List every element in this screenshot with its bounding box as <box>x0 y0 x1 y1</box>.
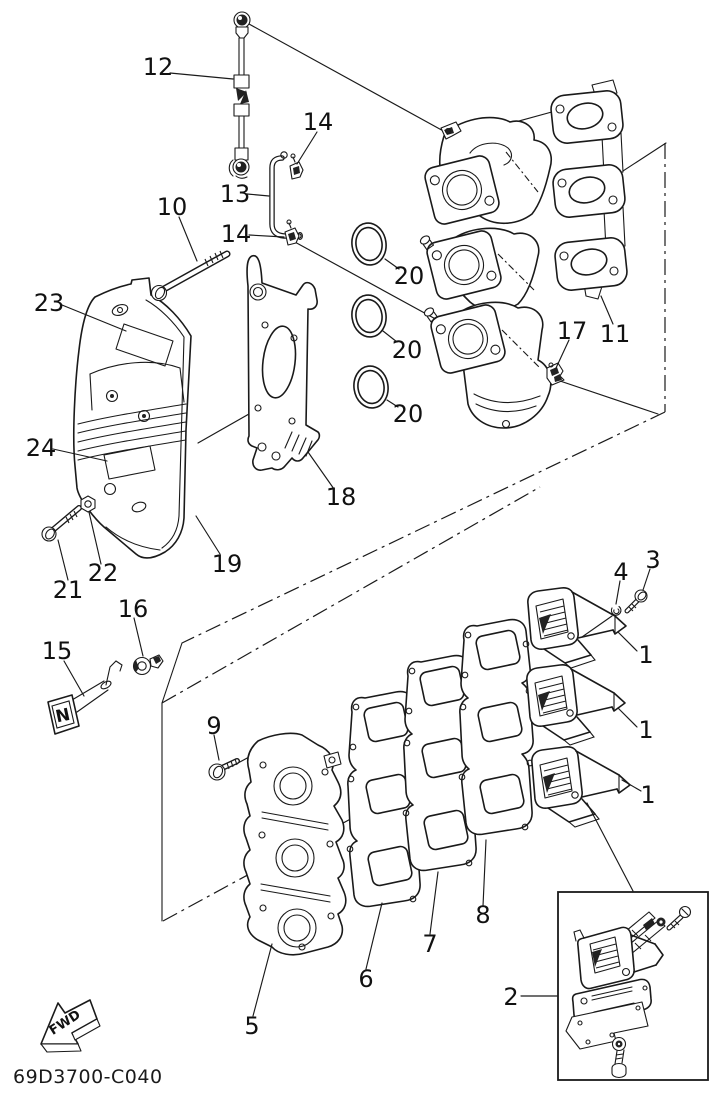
part-10-bolt <box>150 250 231 302</box>
callout-12: 12 <box>143 53 174 81</box>
callout-20: 20 <box>393 400 424 428</box>
callout-2: 2 <box>503 983 518 1011</box>
label-sticker-23 <box>115 323 174 367</box>
callout-13: 13 <box>220 180 251 208</box>
callout-23: 23 <box>34 289 65 317</box>
callout-22: 22 <box>88 559 119 587</box>
fuel-fitting-icon <box>419 235 434 251</box>
part-1-reed-valve-1 <box>527 587 627 669</box>
callout-8: 8 <box>475 901 490 929</box>
callout-20: 20 <box>392 336 423 364</box>
callout-21: 21 <box>53 576 84 604</box>
part-11-manifold-gasket <box>550 79 628 300</box>
part-20-orings <box>351 222 389 409</box>
part-14-clamp-upper <box>289 153 304 180</box>
part-18-bracket-plate <box>246 254 321 471</box>
callout-20: 20 <box>394 262 425 290</box>
part-12-link-rod <box>228 11 251 179</box>
diagram-code: 69D3700-C040 <box>13 1066 163 1088</box>
part-9-bolt <box>208 758 240 781</box>
label-sticker-24 <box>103 445 156 480</box>
fwd-arrow-icon: FWD <box>40 999 101 1053</box>
callout-9: 9 <box>206 712 221 740</box>
part-1-reed-valve-2 <box>526 664 626 746</box>
callout-16: 16 <box>118 595 149 623</box>
part-16-grommet <box>132 654 164 676</box>
part-19-silencer-cover <box>72 277 192 559</box>
part-17-clamp <box>546 362 565 386</box>
part-5-intake-manifold <box>243 732 347 956</box>
callout-19: 19 <box>212 550 243 578</box>
callout-18: 18 <box>326 483 357 511</box>
part-15-choke-knob <box>47 660 123 735</box>
callout-24: 24 <box>26 434 57 462</box>
callout-7: 7 <box>422 930 437 958</box>
part-22-nut <box>80 495 96 513</box>
callout-1: 1 <box>638 716 653 744</box>
callout-1: 1 <box>640 781 655 809</box>
part-14-clamp-lower <box>284 219 300 246</box>
carburetor-stack <box>419 116 552 429</box>
callout-10: 10 <box>157 193 188 221</box>
part-1-reed-valve-3 <box>531 746 631 828</box>
callout-3: 3 <box>645 546 660 574</box>
part-2-detail-box <box>557 891 709 1081</box>
carb-flange-2 <box>426 230 502 300</box>
leader-lines <box>52 72 651 1017</box>
callout-14: 14 <box>303 108 334 136</box>
callout-6: 6 <box>358 965 373 993</box>
part-8-gasket <box>458 618 534 836</box>
carb-flange-1 <box>424 155 500 225</box>
callout-5: 5 <box>244 1012 259 1040</box>
part-21-bolt <box>41 505 82 542</box>
part-4-washer <box>610 605 622 616</box>
part-3-screw <box>624 589 648 614</box>
construction-lines <box>161 23 667 922</box>
callout-4: 4 <box>613 558 628 586</box>
carb-flange-3 <box>430 304 506 374</box>
callout-11: 11 <box>600 320 631 348</box>
callout-14: 14 <box>221 220 252 248</box>
fuel-fitting-icon <box>423 307 438 323</box>
callout-1: 1 <box>638 641 653 669</box>
callout-17: 17 <box>557 317 588 345</box>
knob-n-label: N <box>54 705 72 728</box>
callout-15: 15 <box>42 637 73 665</box>
